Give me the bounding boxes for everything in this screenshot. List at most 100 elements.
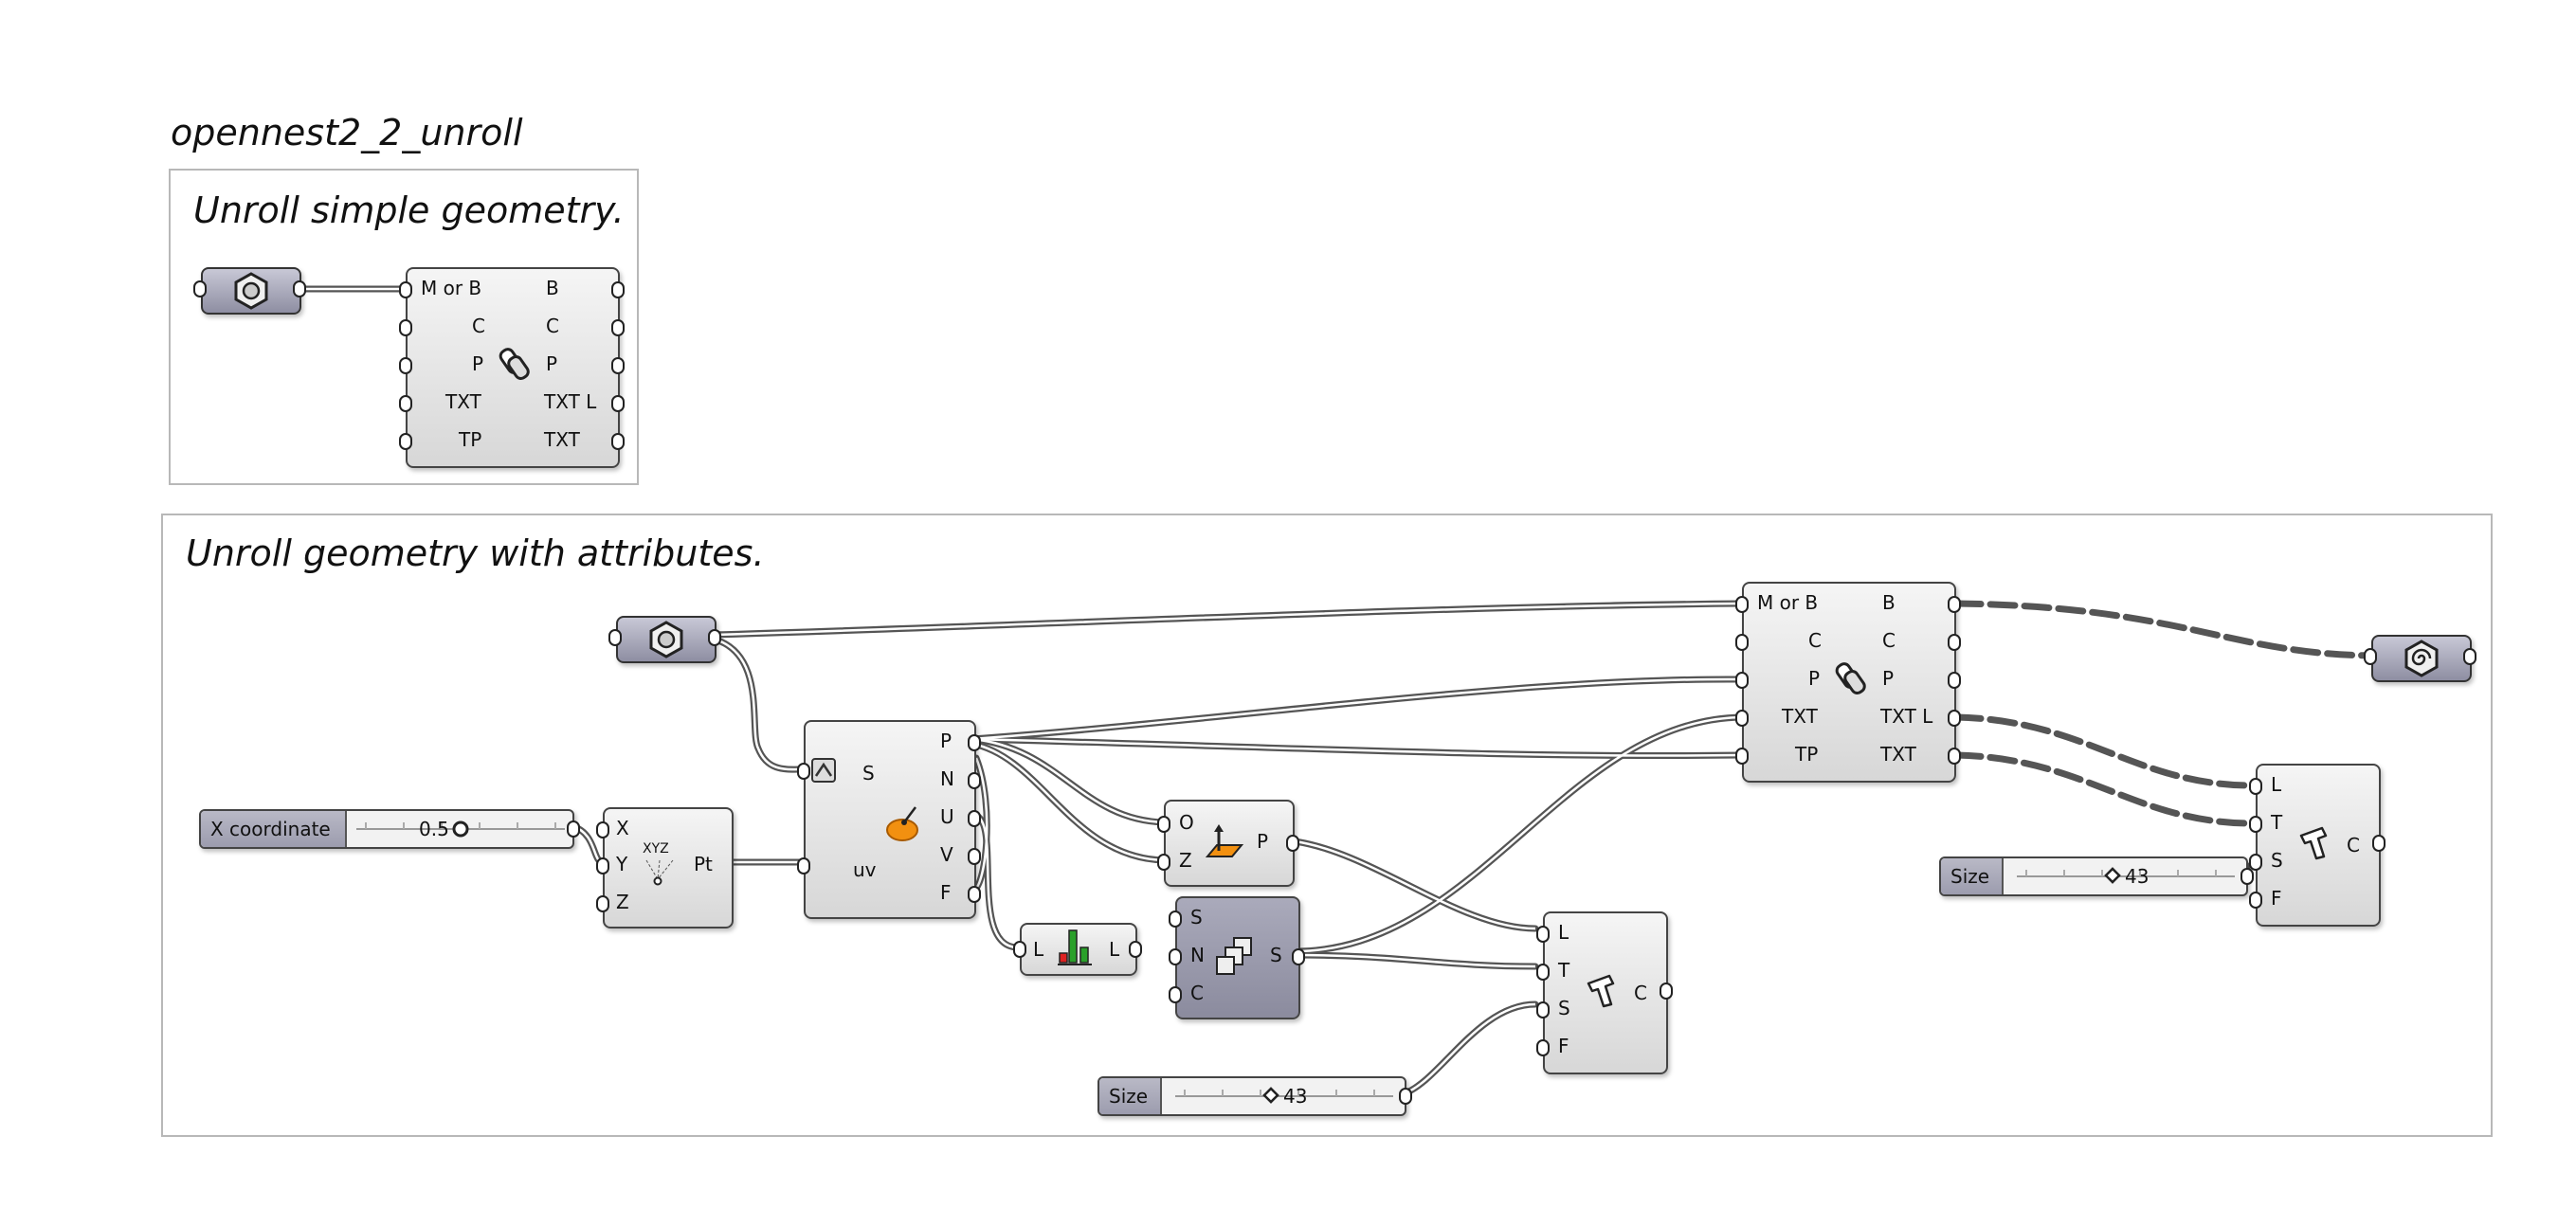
port-in[interactable]	[1735, 748, 1749, 765]
input-label: F	[2271, 887, 2282, 910]
concatenate-component[interactable]: S N C S	[1175, 896, 1300, 1019]
port-in[interactable]	[1735, 710, 1749, 727]
port-out[interactable]	[1948, 672, 1961, 689]
slider-grip	[452, 820, 469, 838]
port-in[interactable]	[1013, 941, 1026, 958]
port-out[interactable]	[611, 281, 625, 298]
port-in[interactable]	[2249, 892, 2262, 909]
input-label: Y	[616, 853, 628, 875]
port-in[interactable]	[596, 821, 609, 838]
port-in[interactable]	[797, 763, 810, 780]
port-in[interactable]	[193, 280, 207, 297]
port-in[interactable]	[596, 895, 609, 912]
icon-caption: XYZ	[643, 841, 669, 856]
port-out[interactable]	[611, 433, 625, 450]
port-out[interactable]	[968, 734, 981, 751]
port-in[interactable]	[1536, 1001, 1550, 1019]
unroll-component-attributes[interactable]: M or B C P TXT TP B C P TXT L TXT	[1742, 582, 1956, 783]
port-out[interactable]	[1660, 983, 1673, 1000]
port-out[interactable]	[611, 395, 625, 412]
port-out[interactable]	[1286, 835, 1299, 852]
port-in[interactable]	[399, 319, 412, 336]
port-in[interactable]	[2249, 778, 2262, 795]
evaluate-surface-component[interactable]: S uv P N U V F	[804, 720, 976, 919]
output-label: C	[2347, 834, 2360, 856]
port-out[interactable]	[1948, 748, 1961, 765]
port-in[interactable]	[399, 395, 412, 412]
port-out[interactable]	[611, 357, 625, 374]
plane-normal-component[interactable]: O Z P	[1164, 800, 1295, 887]
port-in[interactable]	[2249, 854, 2262, 871]
port-out[interactable]	[968, 810, 981, 827]
output-label: C	[546, 315, 559, 337]
port-out[interactable]	[2240, 868, 2254, 885]
port-in[interactable]	[1169, 948, 1182, 965]
port-in[interactable]	[1169, 986, 1182, 1003]
port-in[interactable]	[2249, 816, 2262, 833]
port-in[interactable]	[399, 433, 412, 450]
input-label: Z	[616, 891, 629, 913]
input-label: M or B	[421, 277, 482, 299]
slider-size-2[interactable]: Size 43	[1939, 856, 2248, 896]
port-in[interactable]	[1169, 910, 1182, 928]
group-attribute-unroll[interactable]	[161, 514, 2493, 1137]
port-in[interactable]	[2364, 648, 2377, 665]
construct-point-component[interactable]: X Y Z XYZ Pt	[603, 807, 734, 929]
port-out[interactable]	[2463, 648, 2476, 665]
output-label: N	[940, 767, 954, 790]
output-label: L	[1109, 938, 1120, 961]
slider-track[interactable]	[1166, 1078, 1403, 1114]
port-in[interactable]	[399, 281, 412, 298]
port-in[interactable]	[608, 629, 622, 646]
port-out[interactable]	[1399, 1088, 1412, 1105]
port-out[interactable]	[293, 280, 306, 297]
port-in[interactable]	[1157, 854, 1170, 871]
port-out[interactable]	[1292, 948, 1305, 965]
curve-param-output[interactable]	[2371, 635, 2472, 682]
slider-track[interactable]	[2007, 858, 2244, 894]
port-out[interactable]	[1129, 941, 1142, 958]
output-label: B	[546, 277, 559, 299]
port-out[interactable]	[611, 319, 625, 336]
port-out[interactable]	[968, 848, 981, 865]
text-tag-component-2[interactable]: L T S F C	[2256, 764, 2381, 927]
input-label: N	[1190, 944, 1205, 966]
port-out[interactable]	[1948, 710, 1961, 727]
text-tag-component-1[interactable]: L T S F C	[1543, 911, 1668, 1074]
port-out[interactable]	[708, 629, 721, 646]
port-out[interactable]	[1948, 596, 1961, 613]
port-out[interactable]	[2372, 835, 2386, 852]
reverse-list-component[interactable]: L L	[1020, 923, 1137, 976]
port-out[interactable]	[968, 772, 981, 789]
port-out[interactable]	[968, 886, 981, 903]
slider-grip	[2104, 867, 2121, 884]
slider-track[interactable]	[347, 811, 574, 847]
unroll-component-simple[interactable]: M or B C P TXT TP B C P TXT L TXT	[406, 267, 620, 468]
port-out[interactable]	[567, 820, 580, 838]
port-in[interactable]	[797, 857, 810, 874]
input-label: M or B	[1757, 591, 1819, 614]
group-simple-unroll[interactable]	[169, 169, 639, 485]
port-out[interactable]	[1948, 634, 1961, 651]
port-in[interactable]	[399, 357, 412, 374]
port-in[interactable]	[1735, 672, 1749, 689]
wire-dashed	[1952, 600, 2375, 659]
output-label: TXT L	[1880, 705, 1933, 728]
port-in[interactable]	[1536, 964, 1550, 981]
input-label: C	[1190, 982, 1204, 1004]
input-label: uv	[853, 858, 877, 881]
slider-size-1[interactable]: Size 43	[1098, 1076, 1406, 1116]
port-in[interactable]	[596, 857, 609, 874]
port-in[interactable]	[1735, 634, 1749, 651]
port-in[interactable]	[1536, 1039, 1550, 1056]
geometry-param-simple[interactable]	[201, 267, 301, 315]
slider-x-coordinate[interactable]: X coordinate 0.5	[199, 809, 574, 849]
geometry-param-attributes[interactable]	[616, 616, 717, 663]
port-in[interactable]	[1157, 816, 1170, 833]
port-in[interactable]	[1536, 926, 1550, 943]
slider-name: Size	[1099, 1078, 1162, 1114]
port-in[interactable]	[1735, 596, 1749, 613]
document-title: opennest2_2_unroll	[171, 112, 523, 153]
slider-value: 43	[1283, 1085, 1308, 1108]
